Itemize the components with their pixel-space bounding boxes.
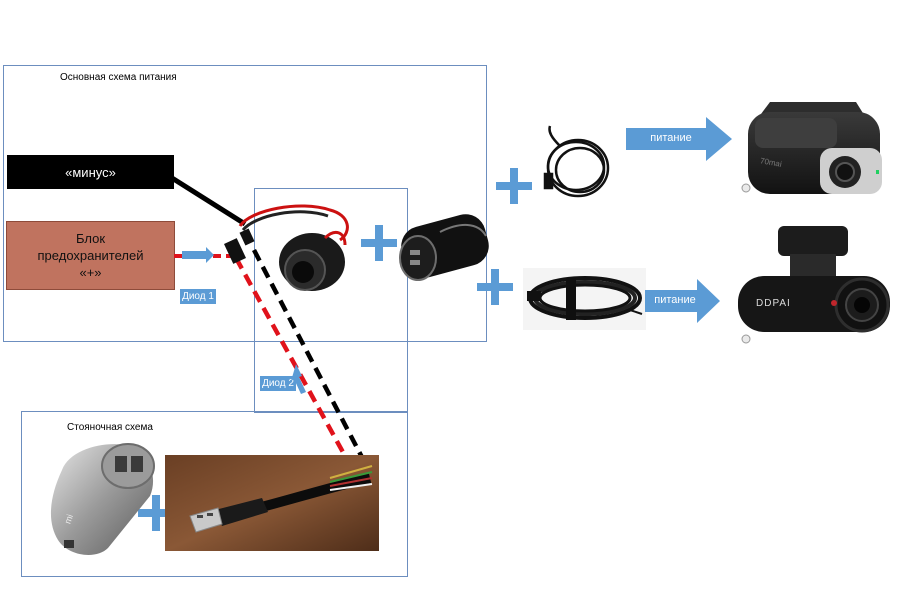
fuse-box: Блок предохранителей «+» bbox=[6, 221, 175, 290]
fuse-box-line1: Блок bbox=[75, 231, 106, 246]
dashcam-top-icon bbox=[741, 102, 882, 194]
power-arrow-bottom-label: питание bbox=[654, 294, 696, 306]
main-scheme-frame bbox=[3, 65, 487, 342]
coiled-cable-top-icon bbox=[543, 125, 610, 198]
diode2-tag: Диод 2 bbox=[260, 376, 296, 391]
fuse-box-line3: «+» bbox=[79, 265, 102, 280]
plus-icon-4 bbox=[138, 495, 174, 531]
usb-cable-photo-icon bbox=[165, 455, 379, 551]
power-arrow-top-label: питание bbox=[650, 132, 692, 144]
camera-bottom-brand: DDPAI bbox=[756, 298, 791, 309]
diode1-label: Диод 1 bbox=[182, 291, 214, 302]
coiled-cable-bottom-icon bbox=[523, 268, 646, 330]
middle-frame bbox=[254, 188, 408, 413]
minus-wire bbox=[170, 175, 247, 227]
silver-charger-icon bbox=[50, 443, 155, 555]
fuse-box-line2: предохранителей bbox=[37, 248, 144, 263]
black-dashed-wire bbox=[252, 248, 368, 467]
minus-label: «минус» bbox=[65, 164, 116, 180]
diode2-arrow-icon bbox=[291, 364, 306, 394]
diode1-arrow-icon bbox=[182, 247, 214, 263]
plus-icon-1 bbox=[361, 225, 397, 261]
power-arrow-bottom bbox=[645, 279, 720, 323]
minus-box: «минус» bbox=[7, 155, 174, 189]
diode2-label: Диод 2 bbox=[262, 378, 294, 389]
cigarette-socket-icon bbox=[224, 204, 349, 291]
parking-scheme-title: Стояночная схема bbox=[67, 422, 153, 433]
power-arrow-top bbox=[626, 117, 732, 161]
plus-icon-2 bbox=[496, 168, 532, 204]
plus-icon-3 bbox=[477, 269, 513, 305]
car-charger-icon bbox=[399, 214, 489, 281]
parking-scheme-frame bbox=[21, 411, 408, 577]
diode1-tag: Диод 1 bbox=[180, 289, 216, 304]
main-scheme-title: Основная схема питания bbox=[60, 72, 177, 83]
dashcam-bottom-icon bbox=[738, 226, 890, 344]
red-dashed-wire bbox=[234, 256, 352, 467]
